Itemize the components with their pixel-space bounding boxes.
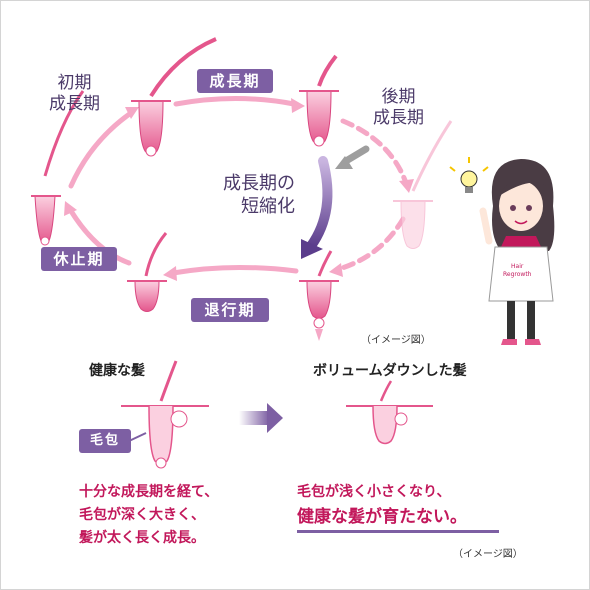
note-comparison: （イメージ図） xyxy=(453,549,523,560)
badge-catagen: 退行期 xyxy=(191,298,269,322)
grey-arrow xyxy=(335,145,370,169)
guide-character xyxy=(449,157,555,345)
caption-healthy-line3: 髪が太く長く成長。 xyxy=(79,530,205,546)
hair-early-anagen xyxy=(31,90,85,246)
transition-arrow xyxy=(239,403,283,433)
hair-faded xyxy=(393,120,453,249)
label-shortening: 成長期の 短縮化 xyxy=(223,173,295,217)
title-healthy-hair: 健康な髪 xyxy=(89,363,145,379)
healthy-follicle-illustration xyxy=(121,360,209,469)
hair-late-anagen xyxy=(299,54,339,147)
lightbulb-icon xyxy=(449,157,489,193)
label-early-anagen: 初期 成長期 xyxy=(49,73,100,115)
caption-healthy-line2: 毛包が深く大きく、 xyxy=(79,507,205,523)
title-volume-down-hair: ボリュームダウンした髪 xyxy=(313,363,467,379)
caption-volume-down: 毛包が浅く小さくなり、 xyxy=(297,484,451,500)
hair-anagen xyxy=(131,37,217,157)
badge-telogen: 休止期 xyxy=(41,247,117,271)
volume-down-follicle-illustration xyxy=(346,380,433,445)
hair-catagen xyxy=(299,250,339,341)
caption-volume-down-emphasis: 健康な髪が育たない。 xyxy=(297,507,467,527)
label-late-anagen: 後期 成長期 xyxy=(373,87,424,129)
hair-telogen-bottom xyxy=(127,232,168,312)
apron-text-line1: Hair xyxy=(511,263,524,270)
note-cycle: （イメージ図） xyxy=(361,335,431,346)
apron-text-line2: Regrowth xyxy=(503,271,532,278)
shortening-arrow xyxy=(301,156,333,259)
emphasis-underline xyxy=(297,530,499,533)
badge-follicle: 毛包 xyxy=(79,429,131,453)
cycle-arrows xyxy=(64,96,414,281)
badge-anagen: 成長期 xyxy=(197,69,273,93)
caption-healthy-line1: 十分な成長期を経て、 xyxy=(79,484,219,500)
